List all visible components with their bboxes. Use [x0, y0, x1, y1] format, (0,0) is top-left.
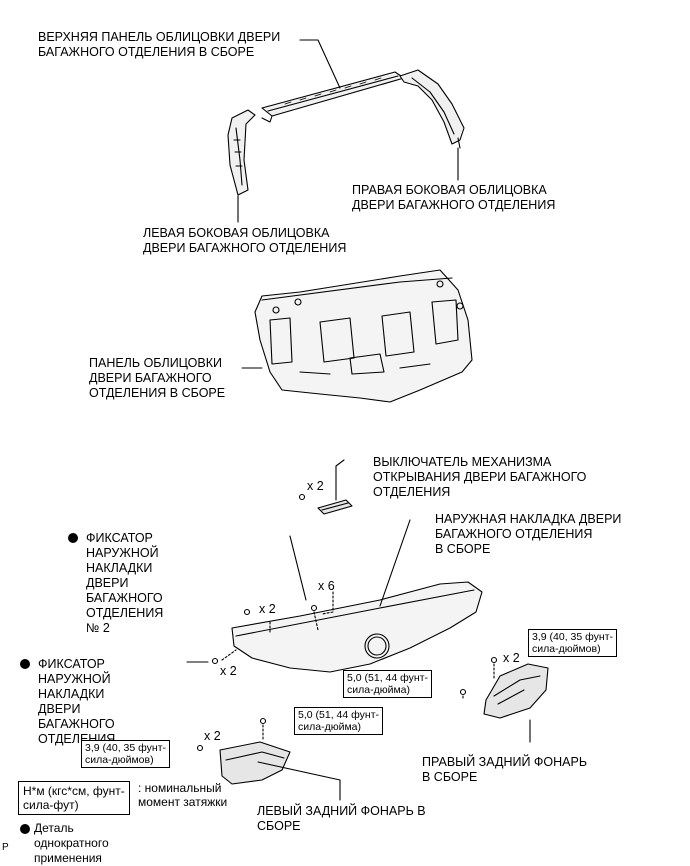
right-side-trim-part — [399, 69, 465, 149]
left-lamp-bolt-torque: 3,9 (40, 35 фунт- сила-дюймов) — [81, 740, 170, 768]
corner-mark: P — [2, 842, 9, 853]
right-lamp-bolts-qty: x 2 — [503, 651, 520, 665]
left-lamp-label: ЛЕВЫЙ ЗАДНИЙ ФОНАРЬ В СБОРЕ — [257, 804, 426, 833]
right-lamp-label: ПРАВЫЙ ЗАДНИЙ ФОНАРЬ В СБОРЕ — [422, 755, 588, 784]
upper-trim-label: ВЕРХНЯЯ ПАНЕЛЬ ОБЛИЦОВКИ ДВЕРИ БАГАЖНОГО… — [38, 30, 281, 59]
left-side-trim-part — [227, 109, 256, 196]
torque-legend-key: Н*м (кгс*см, фунт- сила-фут) — [18, 781, 130, 815]
right-rear-lamp-part — [459, 656, 549, 719]
right-lamp-nut-torque: 5,0 (51, 44 фунт- сила-дюйма) — [343, 670, 432, 698]
retainer-clips-qty: x 2 — [220, 664, 237, 678]
upper-trim-part — [261, 71, 405, 123]
outer-garnish-label: НАРУЖНАЯ НАКЛАДКА ДВЕРИ БАГАЖНОГО ОТДЕЛЕ… — [435, 512, 622, 556]
left-lamp-nut-torque: 5,0 (51, 44 фунт- сила-дюйма) — [294, 707, 383, 735]
left-side-trim-label: ЛЕВАЯ БОКОВАЯ ОБЛИЦОВКА ДВЕРИ БАГАЖНОГО … — [143, 226, 347, 255]
left-lamp-bolts-qty: x 2 — [204, 729, 221, 743]
opener-switch-label: ВЫКЛЮЧАТЕЛЬ МЕХАНИЗМА ОТКРЫВАНИЯ ДВЕРИ Б… — [373, 455, 587, 499]
single-use-mark-icon — [20, 659, 30, 669]
retainer-label: ФИКСАТОР НАРУЖНОЙ НАКЛАДКИ ДВЕРИ БАГАЖНО… — [38, 657, 116, 746]
right-lamp-bolt-torque: 3,9 (40, 35 фунт- сила-дюймов) — [528, 629, 617, 657]
left-rear-lamp-part — [196, 717, 291, 785]
door-trim-panel-label: ПАНЕЛЬ ОБЛИЦОВКИ ДВЕРИ БАГАЖНОГО ОТДЕЛЕН… — [89, 356, 226, 400]
torque-legend-desc: : номинальный момент затяжки — [138, 781, 228, 809]
outer-garnish-part — [231, 581, 483, 673]
single-use-legend-text: Деталь однократного применения — [34, 821, 109, 865]
right-side-trim-label: ПРАВАЯ БОКОВАЯ ОБЛИЦОВКА ДВЕРИ БАГАЖНОГО… — [352, 183, 556, 212]
retainer-no2-clips-qty: x 2 — [259, 602, 276, 616]
single-use-mark-icon — [20, 824, 30, 834]
switch-screws-qty: x 2 — [307, 479, 324, 493]
door-trim-panel-part — [254, 269, 473, 403]
retainer-no2-label: ФИКСАТОР НАРУЖНОЙ НАКЛАДКИ ДВЕРИ БАГАЖНО… — [86, 531, 164, 635]
garnish-clips-qty: x 6 — [318, 579, 335, 593]
single-use-mark-icon — [68, 533, 78, 543]
opener-switch-part — [298, 493, 353, 515]
